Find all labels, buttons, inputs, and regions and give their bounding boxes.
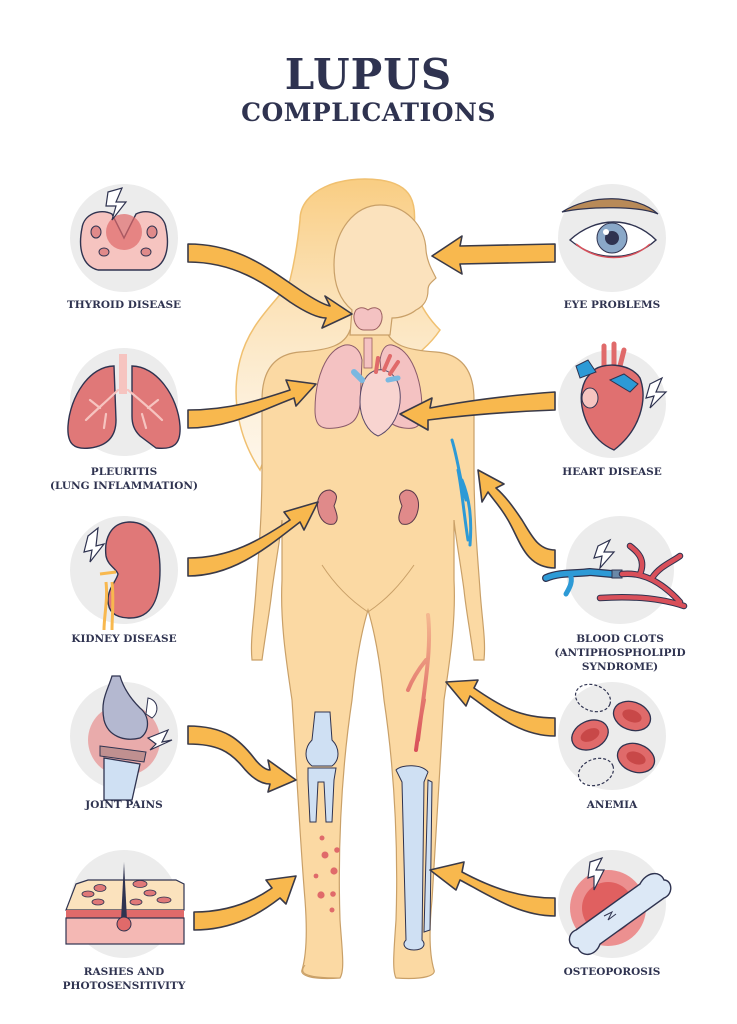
label-anemia: ANEMIA bbox=[586, 799, 638, 811]
arrows bbox=[187, 235, 556, 931]
label-kidney-disease: KIDNEY DISEASE bbox=[71, 633, 177, 645]
arrow-kidney bbox=[187, 501, 319, 577]
head bbox=[333, 204, 437, 336]
arm-veins bbox=[450, 438, 473, 547]
arrow-lungs bbox=[187, 379, 317, 429]
kidney-icon bbox=[70, 516, 178, 631]
arrow-thyroid bbox=[187, 243, 353, 329]
skin-layer-icon bbox=[65, 850, 185, 958]
shin-bones bbox=[395, 765, 433, 951]
red-blood-cells-icon bbox=[558, 682, 666, 790]
lungs-organ bbox=[314, 344, 363, 429]
eye-icon bbox=[558, 184, 666, 292]
arrow-osteo bbox=[429, 861, 556, 917]
heart-icon bbox=[558, 341, 668, 458]
blood-vessel-icon bbox=[542, 516, 688, 624]
label-joint-pains: JOINT PAINS bbox=[85, 799, 163, 811]
human-body-figure bbox=[235, 178, 486, 980]
label-heart-disease: HEART DISEASE bbox=[562, 466, 662, 478]
thyroid-icon bbox=[70, 184, 178, 292]
thyroid-organ bbox=[353, 307, 383, 331]
broken-bone-icon bbox=[558, 850, 672, 958]
lungs-icon bbox=[67, 348, 181, 456]
arrow-eye bbox=[431, 235, 556, 275]
knee-joint-icon bbox=[70, 675, 178, 801]
arrow-rashes bbox=[193, 875, 297, 931]
thigh-artery bbox=[406, 613, 432, 752]
label-rashes: RASHES AND PHOTOSENSITIVITY bbox=[62, 966, 186, 992]
title-sub: COMPLICATIONS bbox=[241, 98, 496, 127]
arrow-clots bbox=[477, 469, 556, 569]
title-main: LUPUS bbox=[284, 50, 453, 99]
label-pleuritis: PLEURITIS (LUNG INFLAMMATION) bbox=[50, 466, 198, 492]
label-blood-clots: BLOOD CLOTS (ANTIPHOSPHOLIPID SYNDROME) bbox=[554, 633, 686, 673]
label-thyroid-disease: THYROID DISEASE bbox=[66, 299, 182, 311]
rash-dots bbox=[313, 835, 340, 913]
knee-bones bbox=[305, 711, 339, 823]
arrow-joint bbox=[187, 725, 297, 793]
label-eye-problems: EYE PROBLEMS bbox=[563, 299, 661, 311]
arrow-heart bbox=[399, 391, 556, 431]
arrow-anemia bbox=[445, 679, 556, 737]
label-osteoporosis: OSTEOPOROSIS bbox=[563, 966, 661, 978]
